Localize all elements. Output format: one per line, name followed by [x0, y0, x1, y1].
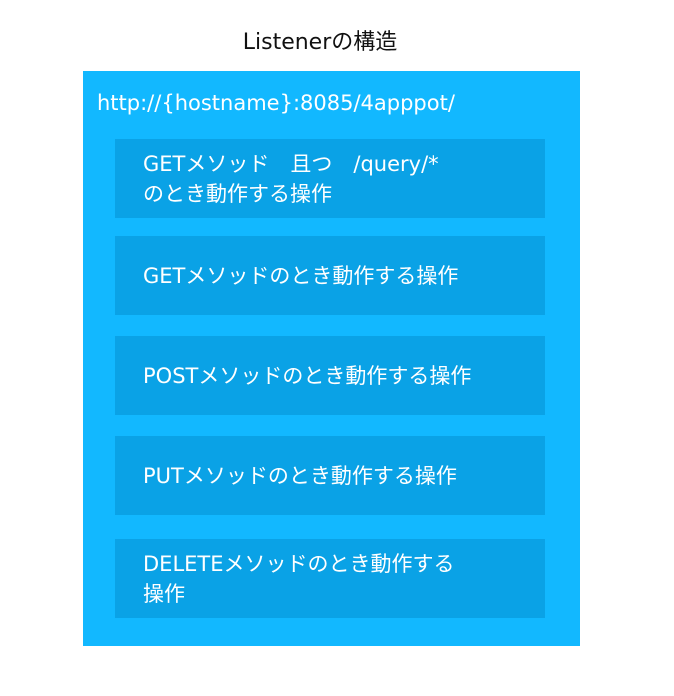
operation-label: PUTメソッドのとき動作する操作 [143, 463, 457, 488]
operation-get-query: GETメソッド 且つ /query/* のとき動作する操作 [115, 139, 545, 218]
operation-label: GETメソッド 且つ /query/* のとき動作する操作 [143, 151, 439, 206]
operation-put: PUTメソッドのとき動作する操作 [115, 436, 545, 515]
diagram-title: Listenerの構造 [242, 30, 398, 55]
operation-post: POSTメソッドのとき動作する操作 [115, 336, 545, 415]
operation-label: DELETEメソッドのとき動作する 操作 [143, 551, 455, 606]
operation-label: GETメソッドのとき動作する操作 [143, 263, 459, 288]
operation-label: POSTメソッドのとき動作する操作 [143, 363, 472, 388]
listener-url: http://{hostname}:8085/4apppot/ [97, 91, 455, 115]
listener-box: http://{hostname}:8085/4apppot/ GETメソッド … [83, 71, 580, 646]
operation-delete: DELETEメソッドのとき動作する 操作 [115, 539, 545, 618]
operation-get: GETメソッドのとき動作する操作 [115, 236, 545, 315]
